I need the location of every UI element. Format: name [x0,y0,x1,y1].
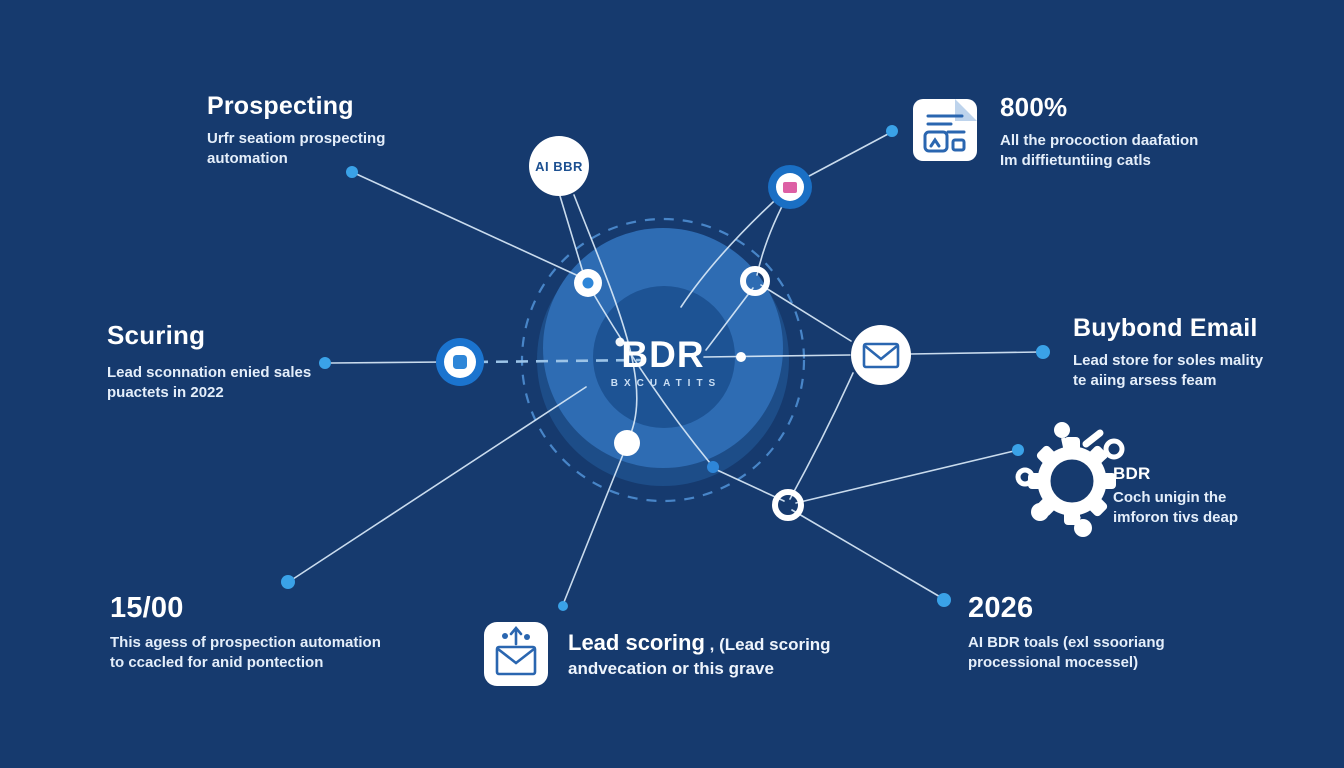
hub-subtitle: BXCUATITS [610,378,722,389]
callout-gear-bdr: BDR Coch unigin the imforon tivs deap [1113,464,1238,528]
callout-title: BDR [1113,464,1151,483]
callout-line: AI BDR toals (exl ssooriang [968,634,1165,651]
callout-title: 15/00 [110,592,184,624]
callout-lead-scoring: Lead scoring , (Lead scoring andvecation… [568,630,898,679]
callout-2026: 2026 AI BDR toals (exl ssooriang process… [968,592,1165,673]
callout-line: te aiing arsess feam [1073,372,1217,389]
email-node [851,325,911,385]
callout-title: Buybond Email [1073,314,1258,342]
callout-title: 2026 [968,592,1034,624]
lead-scoring-line: andvecation or this grave [568,659,774,678]
lead-scoring-icon [484,622,548,686]
callout-line: imforon tivs deap [1113,509,1239,526]
envelope-send-icon [495,625,537,676]
ai-bbr-node [529,136,589,196]
callout-line: All the procoction daafation [1000,132,1199,149]
callout-buybond: Buybond Email Lead store for soles malit… [1073,314,1263,391]
left-security-node [436,338,484,386]
white-dot-node [574,269,602,297]
document-icon [913,99,977,161]
hub-title: BDR [621,334,705,375]
dashed-orbit-ring [520,217,806,503]
connector-dots [281,125,1050,611]
callout-prospecting: Prospecting Urfr seatiom prospecting aut… [207,92,385,169]
lead-scoring-title: Lead scoring [568,630,705,655]
callout-line: Im diffietuntiing catls [1000,152,1151,169]
square-badge-icon [453,355,467,369]
pink-square-icon [783,182,797,193]
callout-line: This agess of prospection automation [110,634,381,651]
gear-satellite-links [1031,429,1108,520]
hollow-node-bottom [772,489,804,521]
ai-bbr-label: AI BBR [535,159,583,174]
lead-scoring-title-suffix: , (Lead scoring [704,635,831,654]
callout-800: 800% All the procoction daafation Im dif… [1000,92,1198,171]
pink-node [768,165,812,209]
callout-scuring: Scuring Lead sconnation enied sales puac… [107,320,311,403]
gear-icon [1015,422,1125,537]
callout-line: processional mocessel) [968,654,1139,671]
dashed-connector [475,358,643,364]
callout-line: Lead sconnation enied sales [107,364,312,381]
callout-line: automation [207,150,288,167]
callout-1500: 15/00 This agess of prospection automati… [110,592,381,673]
callout-line: Urfr seatiom prospecting [207,130,386,147]
callout-line: to ccacled for anid pontection [110,654,324,671]
hollow-node-top [740,266,770,296]
callout-title: 800% [1000,92,1068,122]
callout-line: Coch unigin the [1113,489,1227,506]
white-node [614,430,640,456]
envelope-icon [862,342,900,369]
callout-line: Lead store for soles mality [1073,352,1264,369]
callout-title: Prospecting [207,92,354,120]
central-hub [520,217,806,503]
callout-title: Scuring [107,320,206,350]
callout-line: puactets in 2022 [107,384,224,401]
connector-lines [289,133,1041,603]
